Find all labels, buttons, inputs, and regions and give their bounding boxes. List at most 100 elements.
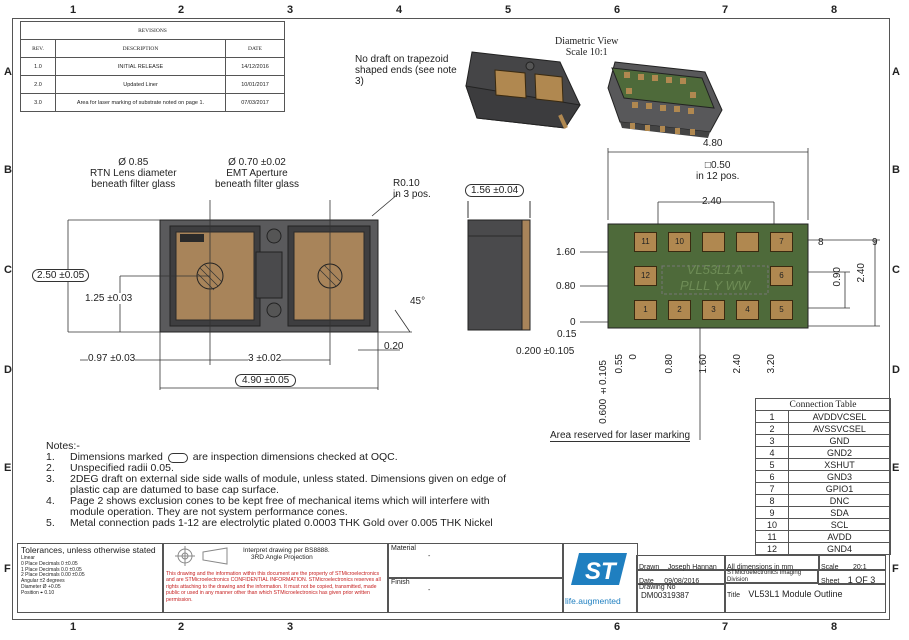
pin-number: 11 [755, 530, 789, 543]
col-label: 3 [287, 621, 294, 633]
tolerances-title: Tolerances, unless otherwise stated [21, 545, 156, 555]
col-label: 7 [722, 4, 729, 16]
radius-value: R0.10 [393, 178, 420, 189]
pin-number: 6 [755, 470, 789, 483]
notes-title: Notes:- [46, 440, 80, 452]
center-height-dimension: 1.25 ±0.03 [85, 293, 133, 304]
logo-box: ST life.augmented [562, 543, 638, 613]
row-label: C [892, 264, 900, 276]
company-box: STMicroelectronics Imaging Division [724, 569, 818, 583]
title-box: Title VL53L1 Module Outline [724, 583, 886, 613]
sheet-box: Sheet 1 OF 3 [818, 569, 886, 585]
col-label: 2 [178, 621, 185, 633]
rev-cell: 10/01/2017 [225, 75, 285, 94]
row-label: A [4, 66, 12, 78]
pin-number: 7 [755, 482, 789, 495]
pin-number: 4 [755, 446, 789, 459]
pin-signal: GND [788, 434, 891, 447]
col-label: 3 [287, 4, 294, 16]
pin-number: 12 [755, 542, 789, 555]
table-row: 2.0 Updated Liner 10/01/2017 [20, 75, 285, 94]
height-dimension: 2.50 ±0.05 [32, 269, 90, 282]
tolerance-lines: Linear 0 Place Decimals 0 ±0.05 1 Place … [21, 555, 85, 596]
revisions-header: DATE [225, 39, 285, 58]
diametric-renders [465, 51, 723, 138]
pad [736, 232, 759, 252]
pad-count: in 12 pos. [696, 171, 740, 182]
row-label: B [892, 164, 900, 176]
material-value: - [428, 553, 431, 560]
drawing-frame [12, 18, 890, 620]
x-dimension: 1.60 [698, 354, 709, 374]
note-item: 3.2DEG draft on external side side walls… [46, 473, 506, 496]
y-dimension: 0.200 ±0.105 [516, 346, 575, 357]
pin-signal: DNC [788, 494, 891, 507]
diametric-view-caption: Diametric View Scale 10:1 [555, 36, 618, 58]
pin-label: 9 [872, 237, 878, 248]
pad: 5 [770, 300, 793, 320]
pin-number: 3 [755, 434, 789, 447]
y-dimension: 1.60 [556, 247, 576, 258]
connection-table-title: Connection Table [755, 398, 891, 411]
rev-cell: Updated Liner [55, 75, 226, 94]
x-dimension: 2.40 [732, 354, 743, 374]
rev-cell: Area for laser marking of substrate note… [55, 93, 226, 112]
pitch-dimension: 3 ±0.02 [248, 353, 282, 364]
material-label: Material [391, 545, 416, 552]
rev-cell: 2.0 [20, 75, 56, 94]
emt-label-1: EMT Aperture [226, 168, 288, 179]
pad [702, 232, 725, 252]
drawing-no-box: Drawing No DM00319387 [636, 583, 726, 613]
pin-signal: AVDD [788, 530, 891, 543]
marking-line-2: PLLL Y WW [680, 278, 752, 293]
radius-callout: R0.10 in 3 pos. [393, 178, 431, 200]
pad: 1 [634, 300, 657, 320]
right-dimension: 0.90 [832, 267, 843, 287]
pad: 4 [736, 300, 759, 320]
pin-signal: SCL [788, 518, 891, 531]
svg-text:ST: ST [585, 558, 618, 585]
emt-diameter: Ø 0.70 ±0.02 [228, 157, 286, 168]
table-row: 3.0 Area for laser marking of substrate … [20, 93, 285, 112]
col-label: 1 [70, 4, 77, 16]
finish-value: - [428, 587, 431, 594]
units-box: All dimensions in mm [724, 555, 820, 571]
pin-signal: SDA [788, 506, 891, 519]
revisions-title: REVISIONS [20, 21, 285, 40]
rtn-label-2: beneath filter glass [91, 179, 176, 190]
side-view [467, 201, 531, 331]
rev-cell: 14/12/2016 [225, 57, 285, 76]
col-label: 6 [614, 621, 621, 633]
table-row: 1.0 INITIAL RELEASE 14/12/2016 [20, 57, 285, 76]
row-label: B [4, 164, 12, 176]
drawn-box: Drawn Joseph Hannan [636, 555, 726, 571]
pin-label: 8 [818, 237, 824, 248]
row-label: C [4, 264, 12, 276]
rtn-diameter: Ø 0.85 [118, 157, 149, 168]
right-dimension: 2.40 [856, 263, 867, 283]
note-item: 2.Unspecified radii 0.05. [46, 462, 174, 474]
x-dimension: 0.80 [664, 354, 675, 374]
front-view [67, 193, 412, 390]
st-logo-icon: ST [571, 553, 627, 585]
confidentiality-notice: This drawing and the information within … [166, 571, 381, 603]
projection-box: Interpret drawing per BS8888. 3RD Angle … [162, 543, 389, 613]
pad: 7 [770, 232, 793, 252]
finish-label: Finish [391, 579, 410, 586]
pad-size: □0.50 [704, 160, 731, 171]
col-label: 5 [505, 4, 512, 16]
bottom-width-dimension: 4.80 [703, 138, 723, 149]
offset-dimension: 0.97 ±0.03 [88, 353, 136, 364]
row-label: D [4, 364, 12, 376]
col-label: 8 [831, 4, 838, 16]
